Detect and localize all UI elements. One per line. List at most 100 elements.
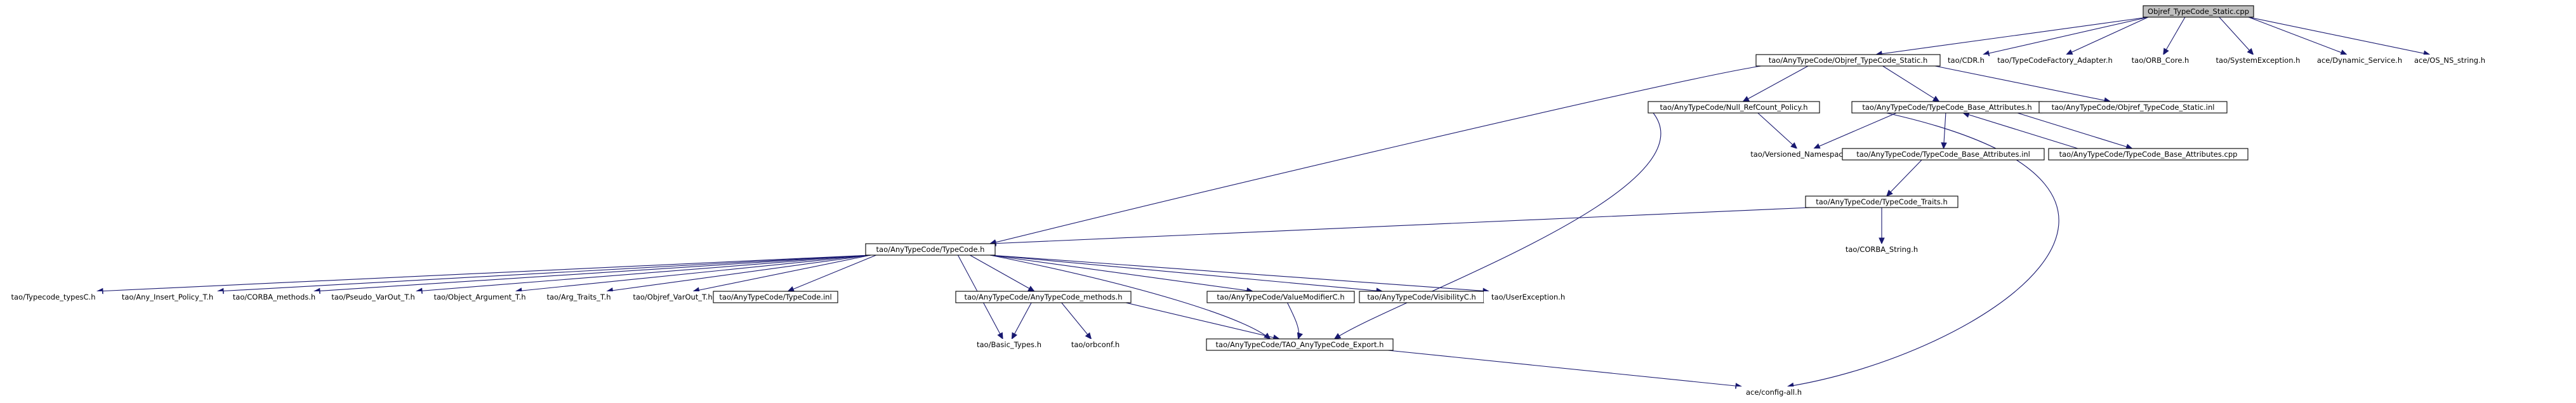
edge-line — [1876, 17, 2149, 55]
node-object-argument-h[interactable]: tao/Object_Argument_T.h — [427, 291, 532, 303]
node-arg-traits-h[interactable]: tao/Arg_Traits_T.h — [537, 291, 621, 303]
edge-null-refcount-h-to-export-h — [1333, 112, 1661, 340]
node-cdr-h[interactable]: tao/CDR.h — [1944, 55, 1988, 66]
arrow-head-icon — [2340, 50, 2348, 56]
edge-line — [989, 254, 1383, 292]
node-label: tao/Basic_Types.h — [977, 340, 1041, 349]
node-box — [970, 339, 1048, 350]
arrow-head-icon — [1941, 142, 1947, 150]
arrow-head-icon — [1932, 95, 1940, 102]
node-factory-adapter-h[interactable]: tao/TypeCodeFactory_Adapter.h — [1993, 55, 2117, 66]
node-objref-static-inl[interactable]: tao/AnyTypeCode/Objref_TypeCode_Static.i… — [2038, 101, 2228, 114]
edge-typecode-h-to-any-insert-h — [216, 254, 871, 294]
node-label: tao/CORBA_String.h — [1846, 245, 1918, 254]
node-pseudo-varout-h[interactable]: tao/Pseudo_VarOut_T.h — [325, 291, 421, 303]
edge-line — [1757, 112, 1797, 149]
edge-typecode-h-to-corba-methods-h — [313, 254, 871, 294]
node-objref-static-h[interactable]: tao/AnyTypeCode/Objref_TypeCode_Static.h — [1755, 54, 1941, 67]
arrow-head-icon — [1813, 143, 1821, 149]
node-null-refcount-h[interactable]: tao/AnyTypeCode/Null_RefCount_Policy.h — [1648, 101, 1820, 114]
edge-layer — [96, 17, 2431, 389]
node-label: tao/Objref_VarOut_T.h — [633, 293, 712, 301]
node-label: tao/AnyTypeCode/TypeCode.inl — [719, 293, 831, 301]
node-export-h[interactable]: tao/AnyTypeCode/TAO_AnyTypeCode_Export.h — [1206, 338, 1394, 351]
node-typecode-typesc-h[interactable]: tao/Typecode_typesC.h — [4, 291, 102, 303]
arrow-head-icon — [1011, 332, 1018, 340]
edge-line — [1061, 302, 1092, 340]
node-box — [2312, 55, 2407, 66]
edge-line — [2066, 17, 2149, 55]
node-label: tao/TypeCodeFactory_Adapter.h — [1997, 56, 2113, 65]
edge-line — [2017, 112, 2132, 149]
node-methods-h[interactable]: tao/AnyTypeCode/AnyTypeCode_methods.h — [955, 291, 1132, 303]
node-box — [1648, 101, 1820, 114]
edge-line — [2248, 17, 2347, 55]
node-box — [713, 291, 838, 303]
arrow-head-icon — [1886, 189, 1893, 197]
node-box — [1206, 338, 1394, 351]
edge-methods-h-to-orbconf-h — [1061, 302, 1092, 340]
node-corba-string-h[interactable]: tao/CORBA_String.h — [1839, 244, 1925, 255]
node-dynamic-service-h[interactable]: ace/Dynamic_Service.h — [2312, 55, 2407, 66]
edge-root-to-os-ns-string-h — [2248, 17, 2431, 56]
edge-line — [1125, 302, 1279, 340]
node-label: tao/Versioned_Namespace.h — [1750, 150, 1854, 159]
edge-root-to-orb-core-h — [2163, 17, 2186, 56]
node-traits-h[interactable]: tao/AnyTypeCode/TypeCode_Traits.h — [1805, 195, 1958, 208]
edge-typecode-h-to-valuemodifier-h — [989, 254, 1254, 294]
node-valuemodifier-h[interactable]: tao/AnyTypeCode/ValueModifierC.h — [1206, 291, 1355, 303]
node-versioned-ns-h[interactable]: tao/Versioned_Namespace.h — [1743, 149, 1861, 160]
node-box — [4, 291, 102, 303]
edge-typecode-h-to-arg-traits-h — [606, 254, 871, 294]
node-user-exception-h[interactable]: tao/UserException.h — [1484, 291, 1573, 303]
node-label: ace/OS_NS_string.h — [2414, 56, 2485, 65]
node-basic-types-h[interactable]: tao/Basic_Types.h — [970, 339, 1048, 350]
node-label: tao/CORBA_methods.h — [233, 293, 315, 301]
arrow-head-icon — [2163, 48, 2169, 56]
node-orbconf-h[interactable]: tao/orbconf.h — [1066, 339, 1125, 350]
edge-root-to-dynamic-service-h — [2248, 17, 2348, 56]
node-label: tao/ORB_Core.h — [2132, 56, 2190, 65]
node-system-exception-h[interactable]: tao/SystemException.h — [2207, 55, 2309, 66]
edge-base-attr-h-to-base-attr-inl — [1941, 112, 1947, 150]
edge-base-attr-h-to-versioned-ns-h — [1813, 112, 1897, 149]
node-box — [2408, 55, 2491, 66]
node-box — [1842, 148, 2045, 161]
edge-line — [2219, 17, 2254, 55]
node-label: tao/AnyTypeCode/Objref_TypeCode_Static.h — [1769, 56, 1927, 65]
node-box — [2207, 55, 2309, 66]
edge-base-attr-cpp-to-base-attr-h — [1962, 112, 2078, 149]
node-config-all-h[interactable]: ace/config-all.h — [1736, 386, 1811, 398]
node-label: tao/AnyTypeCode/TypeCode_Base_Attributes… — [1862, 103, 2031, 112]
edge-typecode-h-to-object-argument-h — [515, 254, 871, 294]
node-root[interactable]: Objref_TypeCode_Static.cpp — [2143, 5, 2254, 18]
node-any-insert-h[interactable]: tao/Any_Insert_Policy_T.h — [112, 291, 223, 303]
edge-line — [217, 254, 871, 292]
edge-line — [989, 207, 1811, 244]
node-orb-core-h[interactable]: tao/ORB_Core.h — [2125, 55, 2195, 66]
node-base-attr-cpp[interactable]: tao/AnyTypeCode/TypeCode_Base_Attributes… — [2048, 148, 2249, 161]
edge-line — [989, 254, 1253, 292]
node-base-attr-inl[interactable]: tao/AnyTypeCode/TypeCode_Base_Attributes… — [1842, 148, 2045, 161]
node-visibility-h[interactable]: tao/AnyTypeCode/VisibilityC.h — [1359, 291, 1484, 303]
edge-line — [1886, 159, 1922, 197]
arrow-head-icon — [1742, 96, 1750, 102]
node-box — [427, 291, 532, 303]
node-os-ns-string-h[interactable]: ace/OS_NS_string.h — [2408, 55, 2491, 66]
node-box — [1066, 339, 1125, 350]
node-layer: Objref_TypeCode_Static.cpp tao/AnyTypeCod… — [4, 5, 2491, 398]
node-corba-methods-h[interactable]: tao/CORBA_methods.h — [229, 291, 319, 303]
node-typecode-inl[interactable]: tao/AnyTypeCode/TypeCode.inl — [713, 291, 838, 303]
node-objref-varout-h[interactable]: tao/Objref_VarOut_T.h — [626, 291, 720, 303]
edge-traits-h-to-corba-string-h — [1879, 208, 1885, 245]
edge-line — [989, 65, 1762, 244]
node-label: Objref_TypeCode_Static.cpp — [2148, 7, 2249, 16]
edge-line — [515, 254, 871, 292]
node-box — [1755, 54, 1941, 67]
arrow-head-icon — [1297, 332, 1303, 340]
node-label: tao/AnyTypeCode/AnyTypeCode_methods.h — [964, 293, 1122, 301]
node-typecode-h[interactable]: tao/AnyTypeCode/TypeCode.h — [865, 243, 996, 256]
edge-methods-h-to-basic-types-h — [1011, 302, 1032, 340]
node-base-attr-h[interactable]: tao/AnyTypeCode/TypeCode_Base_Attributes… — [1851, 101, 2043, 114]
node-label: tao/AnyTypeCode/TypeCode_Base_Attributes… — [2059, 150, 2238, 159]
